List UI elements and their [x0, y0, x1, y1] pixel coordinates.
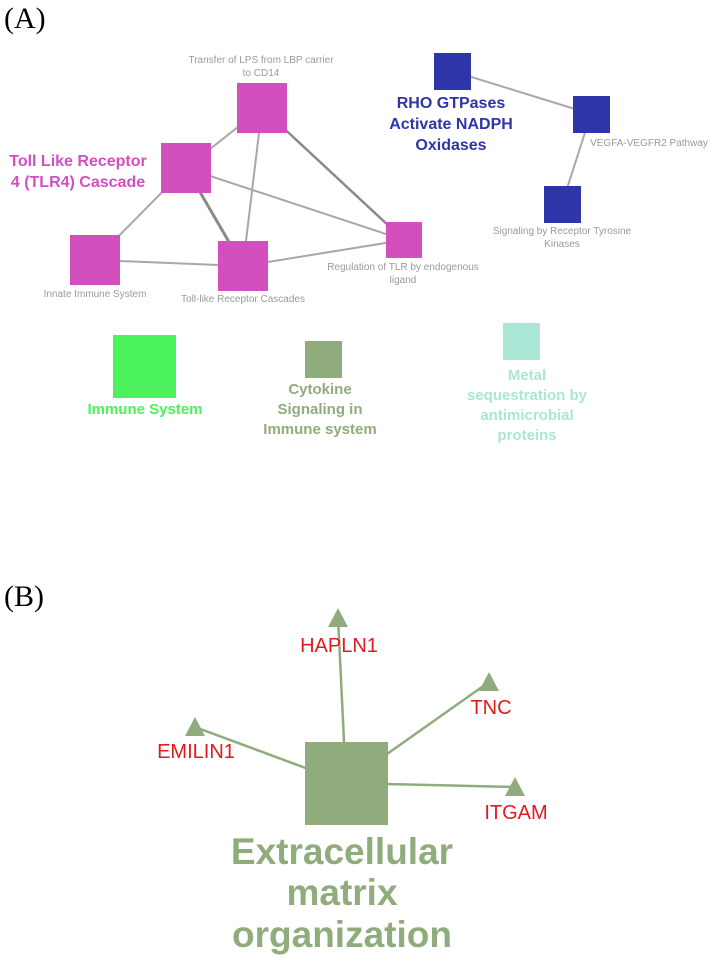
label-tlr-cascades: Toll-like Receptor Cascades	[181, 294, 305, 305]
node-tlr4-cascade	[161, 143, 211, 193]
label-ecm-line3: organization	[232, 914, 452, 955]
label-emilin1: EMILIN1	[157, 741, 235, 763]
edge-tlrcascades-regulation	[242, 239, 405, 267]
label-rtk-line2: Kinases	[544, 239, 580, 250]
node-rho-gtpases	[434, 53, 471, 90]
label-tlr4-line1: Toll Like Receptor	[9, 153, 147, 170]
label-tlr4-line2: 4 (TLR4) Cascade	[11, 174, 145, 191]
node-rtk-signaling	[544, 186, 581, 223]
label-rho-line2: Activate NADPH	[389, 116, 513, 133]
node-emilin1-triangle	[185, 717, 205, 736]
edge-lps-tlrcascades	[242, 107, 263, 267]
node-innate-immune	[70, 235, 120, 285]
label-innate: Innate Immune System	[44, 289, 147, 300]
label-tnc: TNC	[470, 697, 511, 719]
node-regulation-tlr	[386, 222, 422, 258]
label-regulation-line1: Regulation of TLR by endogenous	[327, 262, 479, 273]
panel-a-label: (A)	[4, 2, 46, 35]
label-metal-line4: proteins	[497, 427, 556, 444]
label-hapln1: HAPLN1	[300, 635, 378, 657]
label-cytokine-line2: Signaling in	[278, 401, 363, 418]
node-itgam-triangle	[505, 777, 525, 796]
label-rho-line3: Oxidases	[415, 137, 486, 154]
label-vegfa: VEGFA-VEGFR2 Pathway	[590, 138, 708, 149]
label-cytokine-line1: Cytokine	[288, 381, 351, 398]
node-tlr-cascades	[218, 241, 268, 291]
node-metal-sequestration	[503, 323, 540, 360]
label-lps-line2: to CD14	[243, 68, 280, 79]
label-immune-system: Immune System	[87, 401, 202, 418]
label-rho-line1: RHO GTPases	[397, 95, 506, 112]
label-regulation-line2: ligand	[390, 275, 417, 286]
panel-b-label: (B)	[4, 580, 44, 613]
label-metal-line1: Metal	[508, 367, 546, 384]
node-ecm-organization	[305, 742, 388, 825]
node-immune-system	[113, 335, 176, 398]
edge-rho-vegfa	[451, 70, 592, 115]
node-tnc-triangle	[479, 672, 499, 691]
label-metal-line2: sequestration by	[467, 387, 588, 404]
node-lps-transfer	[237, 83, 287, 133]
label-lps-line1: Transfer of LPS from LBP carrier	[188, 55, 334, 66]
node-cytokine-signaling	[305, 341, 342, 378]
label-rtk-line1: Signaling by Receptor Tyrosine	[493, 226, 632, 237]
edge-tlr4-regulation	[185, 167, 405, 241]
label-ecm-line1: Extracellular	[231, 831, 453, 872]
label-metal-line3: antimicrobial	[480, 407, 573, 424]
label-ecm-line2: matrix	[286, 872, 397, 913]
node-vegfa-vegfr2	[573, 96, 610, 133]
label-itgam: ITGAM	[484, 802, 547, 824]
node-hapln1-triangle	[328, 608, 348, 627]
label-cytokine-line3: Immune system	[263, 421, 376, 438]
